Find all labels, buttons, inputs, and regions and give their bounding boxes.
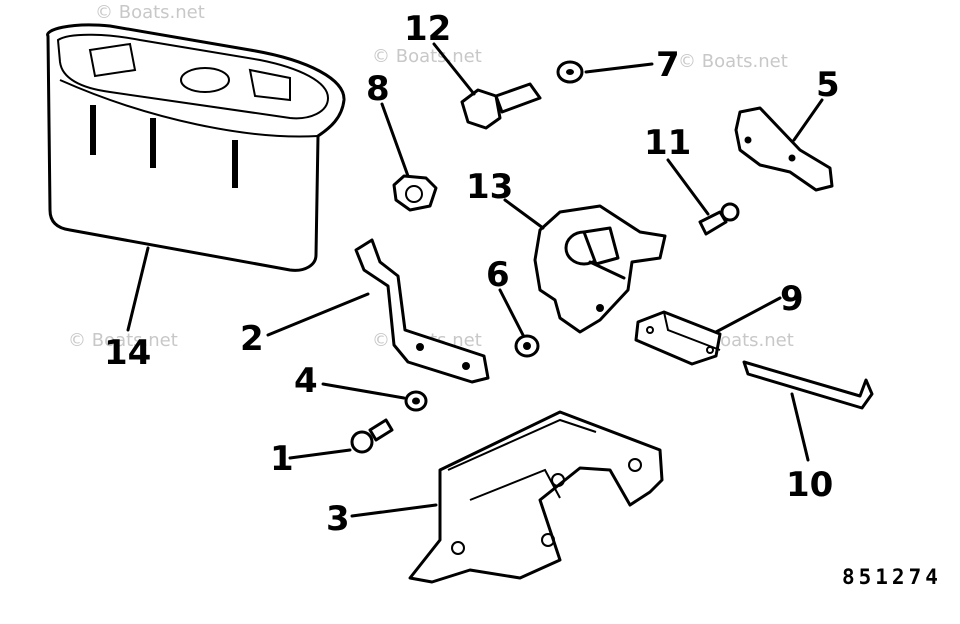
callout-12: 12 xyxy=(404,9,451,49)
part-10-rod xyxy=(742,360,874,410)
part-1-screw xyxy=(350,418,394,454)
callout-labels: 1 2 3 4 5 6 7 8 9 10 11 12 13 14 xyxy=(104,9,840,539)
callout-4: 4 xyxy=(294,361,318,401)
callout-13: 13 xyxy=(466,167,513,207)
part-13-lever-plate xyxy=(533,204,667,334)
callout-2: 2 xyxy=(240,319,264,359)
callout-14: 14 xyxy=(104,333,151,373)
watermark-1: © Boats.net xyxy=(95,2,205,23)
callout-9: 9 xyxy=(780,279,804,319)
callout-5: 5 xyxy=(816,65,840,105)
part-9-block xyxy=(634,310,722,366)
callout-3: 3 xyxy=(326,499,350,539)
part-14-motor-cover xyxy=(46,23,346,272)
part-5-plate xyxy=(734,106,834,192)
callout-10: 10 xyxy=(786,465,833,505)
part-8-nut xyxy=(392,174,438,212)
callout-1: 1 xyxy=(270,439,294,479)
callout-8: 8 xyxy=(366,69,390,109)
part-7-washer xyxy=(556,60,584,84)
part-2-bracket xyxy=(354,238,490,384)
part-11-screw xyxy=(698,202,740,236)
watermarks: © Boats.net © Boats.net © Boats.net © Bo… xyxy=(68,2,794,351)
part-number: 851274 xyxy=(842,565,942,589)
callout-11: 11 xyxy=(644,123,691,163)
watermark-3: © Boats.net xyxy=(678,51,788,72)
callout-7: 7 xyxy=(656,45,680,85)
part-4-washer xyxy=(404,390,428,412)
part-12-bolt xyxy=(460,82,542,130)
callout-6: 6 xyxy=(486,255,510,295)
watermark-4: © Boats.net xyxy=(68,330,178,351)
leader-lines xyxy=(126,42,824,518)
part-3-mounting-bracket xyxy=(408,410,664,584)
part-6-washer xyxy=(514,334,540,358)
watermark-2: © Boats.net xyxy=(372,46,482,67)
